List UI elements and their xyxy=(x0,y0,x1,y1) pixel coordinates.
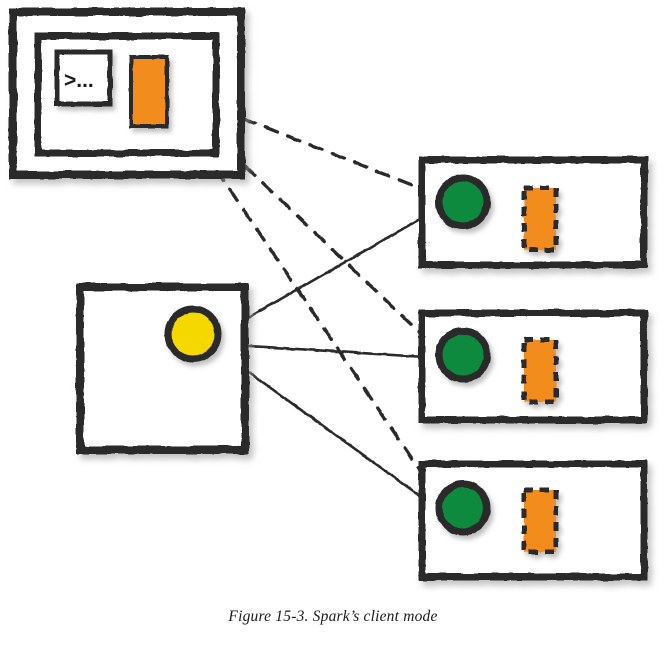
solid-connection-group xyxy=(216,205,443,513)
worker-1-executor-circle xyxy=(435,174,491,230)
worker-2-task-rect xyxy=(521,337,559,405)
terminal-prompt-text: >... xyxy=(64,69,94,92)
worker-task-block-2 xyxy=(521,337,559,405)
driver-process-block xyxy=(129,55,169,128)
terminal-window-frame xyxy=(54,49,113,107)
worker-task-block-1 xyxy=(521,185,559,253)
worker-executor-circle-3 xyxy=(435,480,491,536)
cluster-manager-to-worker-2-line xyxy=(216,342,443,360)
worker-executor-circle-1 xyxy=(435,174,491,230)
driver-process-rect xyxy=(129,55,169,128)
cluster-manager-rect xyxy=(76,283,249,454)
worker-1-task-rect xyxy=(521,185,559,253)
worker-3-executor-circle xyxy=(435,480,491,536)
client-machine-group xyxy=(9,8,245,179)
worker-3-task-rect xyxy=(521,487,559,555)
worker-2-executor-circle xyxy=(435,327,491,383)
cluster-manager-node xyxy=(164,305,222,363)
cluster-manager-node-circle xyxy=(164,305,222,363)
cluster-manager-box xyxy=(76,283,249,454)
terminal-window: >... xyxy=(54,49,113,107)
worker-task-block-3 xyxy=(521,487,559,555)
worker-executor-circle-2 xyxy=(435,327,491,383)
figure-caption: Figure 15-3. Spark’s client mode xyxy=(228,608,438,625)
cluster-manager-to-worker-1-line xyxy=(216,205,443,337)
cluster-manager-to-worker-3-line xyxy=(216,348,443,513)
